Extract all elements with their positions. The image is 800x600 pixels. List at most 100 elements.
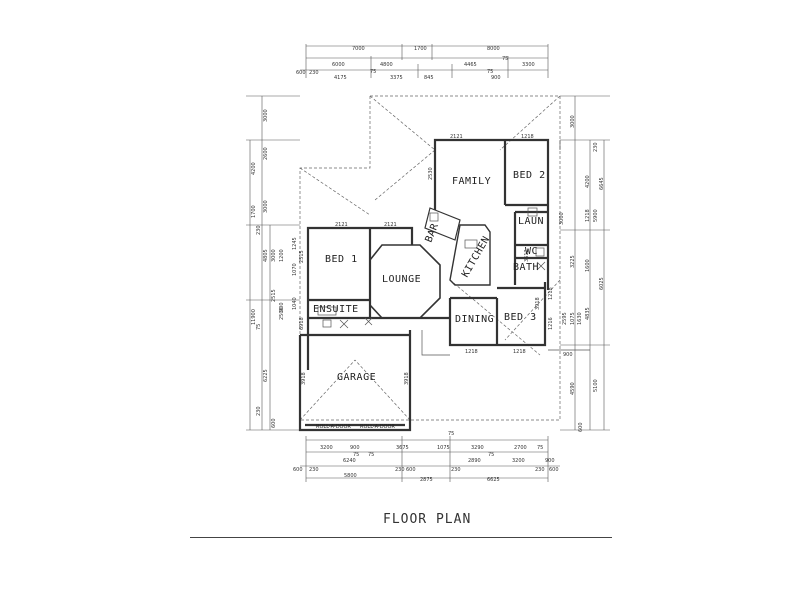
dim-top-2: 1700: [414, 46, 427, 52]
dim-left-10: 600: [271, 418, 277, 428]
room-labels: FAMILY BED 2 BED 1 LOUNGE BAR KITCHEN LA…: [313, 170, 545, 383]
dim-bottom-18: 230: [395, 467, 405, 473]
laundry-tub-icon: [527, 207, 538, 217]
room-lounge: LOUNGE: [382, 274, 421, 285]
dim-top-13: 3375: [390, 75, 403, 81]
plan-title: FLOOR PLAN: [383, 512, 472, 527]
dim-int-5: 3000: [559, 212, 565, 225]
dim-left-1: 3000: [263, 109, 269, 122]
dim-bottom-5: 1075: [437, 445, 450, 451]
bar-sink-icon: [429, 212, 439, 222]
left-dimension-lines: [246, 95, 300, 431]
title-divider: [190, 537, 612, 538]
dim-right-3: 4200: [585, 175, 591, 188]
dim-top-7: 75: [502, 56, 508, 62]
garage-door-labels: ROLL-A-DOOR ROLL-A-DOOR: [316, 424, 395, 430]
dim-int-20: 1040: [292, 297, 298, 310]
dim-left-17: 230: [256, 225, 262, 235]
dim-top-4: 6000: [332, 62, 345, 68]
dim-bottom-6: 3290: [471, 445, 484, 451]
dim-bottom-23: 5800: [344, 473, 357, 479]
dim-bottom-8: 75: [537, 445, 543, 451]
dim-right-9: 4835: [585, 307, 591, 320]
dim-top-10: 230: [309, 70, 319, 76]
dim-int-19: 1070: [292, 263, 298, 276]
room-laundry: LAUN: [518, 216, 544, 227]
dim-top-15: 75: [487, 69, 493, 75]
room-bath: BATH: [513, 262, 539, 273]
right-dimension-labels: 3000 230 4200 6645 1218 5900 3225 1600 4…: [562, 115, 605, 432]
dim-bottom-15: 900: [545, 458, 555, 464]
room-bed-3: BED 3: [504, 312, 537, 323]
dim-left-8: 6225: [263, 369, 269, 382]
garage-door-right-label: ROLL-A-DOOR: [360, 424, 395, 430]
dim-bottom-7: 2700: [514, 445, 527, 451]
dim-int-6: 1218: [465, 349, 478, 355]
dim-top-6: 4465: [464, 62, 477, 68]
top-dimension-lines: [300, 44, 549, 78]
dim-int-14: 3918: [404, 372, 410, 385]
dim-right-6: 5900: [593, 209, 599, 222]
dim-top-9: 600: [296, 70, 306, 76]
dim-left-4: 1700: [251, 205, 257, 218]
toilet-icon: [535, 247, 545, 257]
kitchen-sink-icon: [464, 239, 478, 249]
dim-right-12: 1630: [577, 312, 583, 325]
dim-bottom-10: 75: [353, 452, 359, 458]
dim-left-13: 2515: [271, 289, 277, 302]
room-ensuite: ENSUITE: [313, 304, 359, 315]
dim-bottom-20: 230: [451, 467, 461, 473]
left-dimension-labels: 3000 2600 4200 1700 3000 11900 4805 6225…: [251, 109, 285, 428]
room-bed-1: BED 1: [325, 254, 358, 265]
dim-bottom-13: 75: [488, 452, 494, 458]
dim-bottom-14: 3200: [512, 458, 525, 464]
dim-left-5: 3000: [263, 200, 269, 213]
room-wc: WC: [525, 246, 538, 257]
dim-int-13: 3918: [301, 372, 307, 385]
dim-int-16: 3918: [535, 297, 541, 310]
interior-dimension-labels: 2121 1218 2121 2121 3000 1218 1218 2530 …: [292, 134, 573, 385]
dim-right-11: 1075: [570, 312, 576, 325]
room-dining: DINING: [455, 314, 494, 325]
dim-bottom-25: 6625: [487, 477, 500, 483]
dim-bottom-12: 2890: [468, 458, 481, 464]
dim-int-7: 1218: [513, 349, 526, 355]
dim-bottom-22: 600: [549, 467, 559, 473]
dim-top-16: 900: [491, 75, 501, 81]
walls: [298, 138, 590, 432]
dim-top-3: 8000: [487, 46, 500, 52]
dim-int-15: 6918: [299, 317, 305, 330]
dim-left-16: 75: [256, 324, 262, 330]
dim-int-12: 900: [563, 352, 573, 358]
top-dimension-labels: 7000 1700 8000 6000 4800 4465 75 3300 60…: [296, 46, 535, 81]
dim-right-15: 5100: [593, 379, 599, 392]
dim-left-7: 4805: [263, 249, 269, 262]
dim-bottom-11: 75: [368, 452, 374, 458]
dim-right-2: 230: [593, 142, 599, 152]
dim-int-3: 2121: [335, 222, 348, 228]
dim-left-11: 3000: [271, 249, 277, 262]
roof-outline: [299, 95, 561, 421]
dim-right-4: 6645: [599, 177, 605, 190]
room-family: FAMILY: [452, 176, 491, 187]
dim-bottom-21: 230: [535, 467, 545, 473]
fixtures: [317, 207, 546, 329]
dim-int-9: 3612: [524, 249, 530, 262]
dim-top-1: 7000: [352, 46, 365, 52]
dim-bottom-4: 75: [448, 431, 454, 437]
dim-int-18: 1245: [292, 237, 298, 250]
dim-int-1: 2121: [450, 134, 463, 140]
dim-right-16: 600: [578, 422, 584, 432]
dim-top-5: 4800: [380, 62, 393, 68]
dim-left-12: 1200: [279, 249, 285, 262]
dim-bottom-16: 600: [293, 467, 303, 473]
bottom-dimension-labels: 3200 900 3675 75 1075 3290 2700 75 6240 …: [293, 431, 559, 483]
dim-int-10: 1216: [548, 317, 554, 330]
dim-top-8: 3300: [522, 62, 535, 68]
dim-bottom-2: 900: [350, 445, 360, 451]
garage-door-left-label: ROLL-A-DOOR: [316, 424, 351, 430]
dim-bottom-9: 6240: [343, 458, 356, 464]
dim-right-10: 6025: [599, 277, 605, 290]
bottom-dimension-lines: [300, 436, 560, 482]
dim-right-13: 2595: [562, 312, 568, 325]
